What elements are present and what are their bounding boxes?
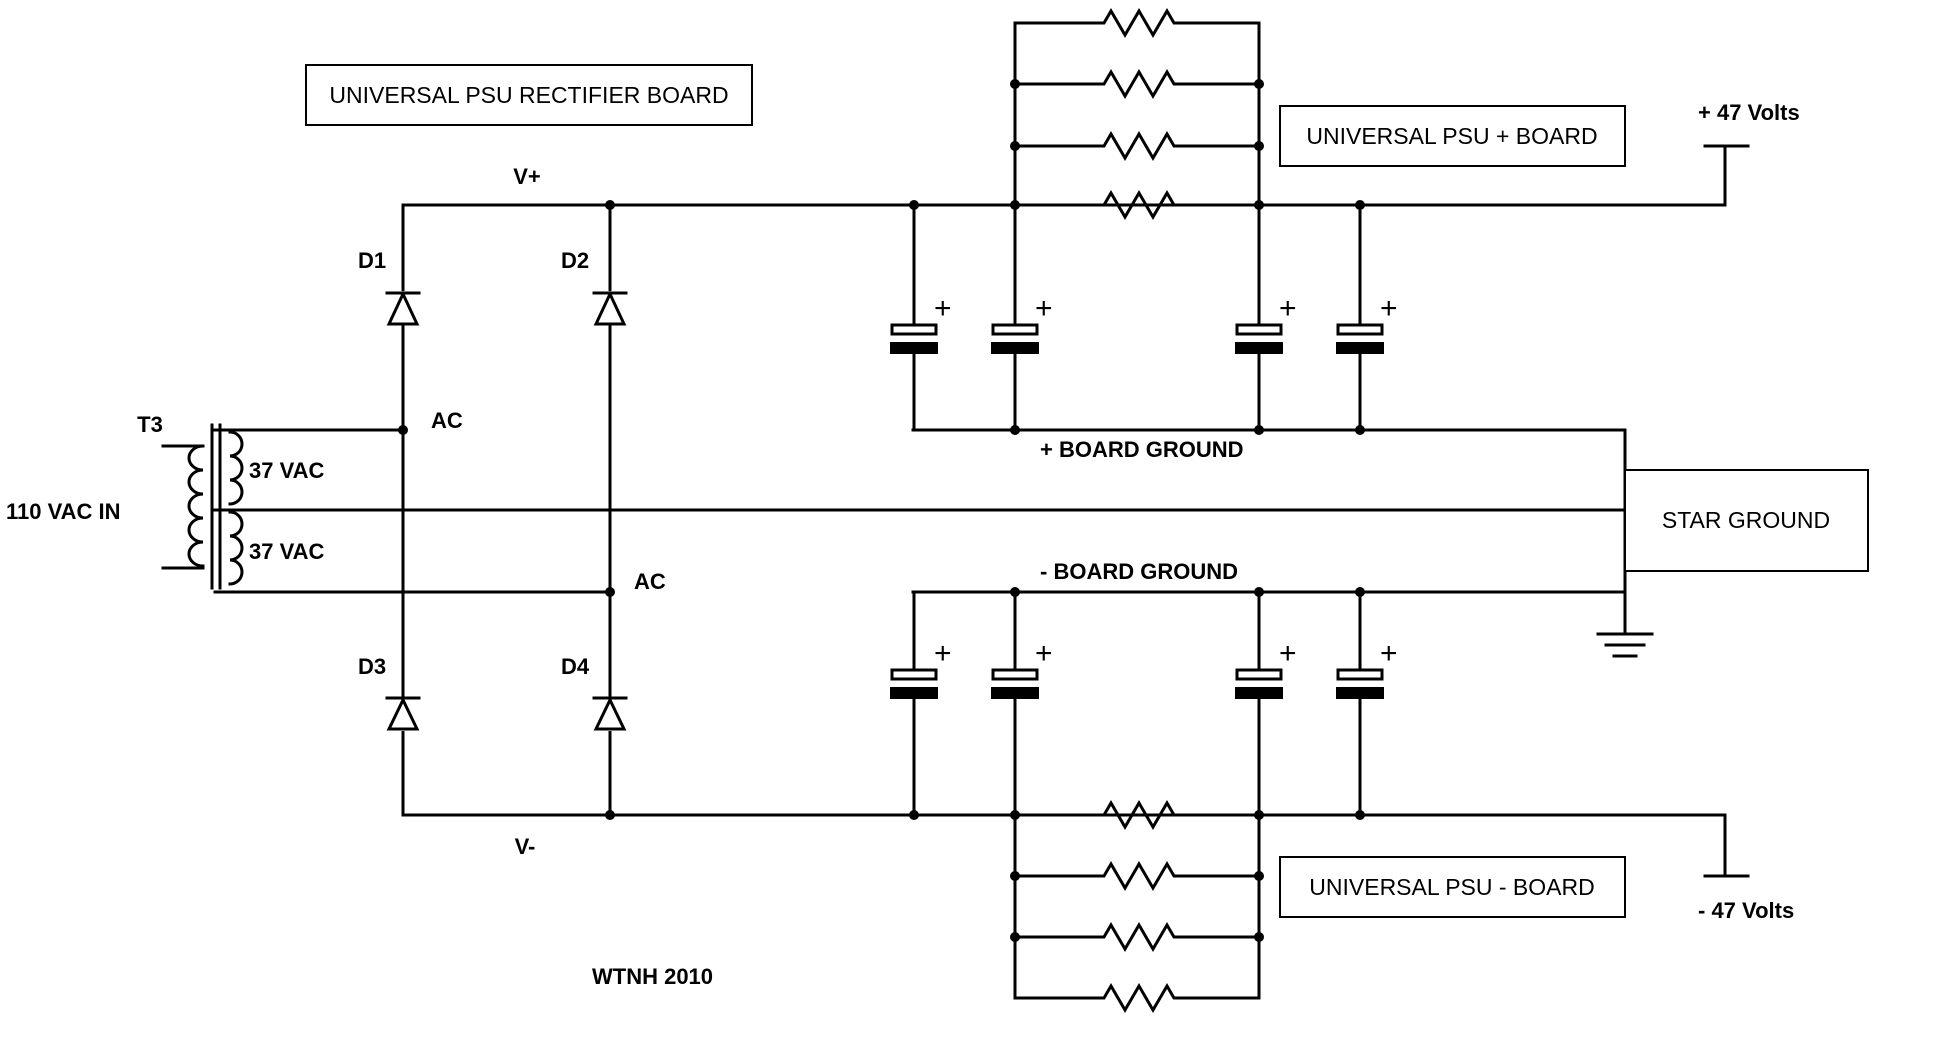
resistor xyxy=(1013,800,1261,830)
d4-label: D4 xyxy=(561,654,590,679)
d1-label: D1 xyxy=(358,248,386,273)
wiring xyxy=(213,21,1750,1000)
diode-d3 xyxy=(385,696,421,731)
capacitors-plus: + + + + xyxy=(890,203,1398,432)
resistor xyxy=(1013,131,1261,161)
resistor xyxy=(1013,983,1261,1013)
capacitors-minus: + + + + xyxy=(890,590,1398,817)
rectifier-board-text: UNIVERSAL PSU RECTIFIER BOARD xyxy=(329,82,728,108)
resistor xyxy=(1013,69,1261,99)
capacitor: + xyxy=(1235,590,1297,817)
transformer-t3 xyxy=(161,423,244,590)
resistor-bank-plus xyxy=(1013,8,1261,220)
minus-board-label: UNIVERSAL PSU - BOARD xyxy=(1279,856,1626,918)
capacitor: + xyxy=(890,590,952,817)
ground-icon xyxy=(1596,590,1654,658)
polarity-mark: + xyxy=(1380,637,1398,670)
capacitor: + xyxy=(1235,203,1297,432)
plus-board-ground-label: + BOARD GROUND xyxy=(1040,437,1244,462)
plus-board-label: UNIVERSAL PSU + BOARD xyxy=(1279,105,1626,167)
minus-board-text: UNIVERSAL PSU - BOARD xyxy=(1309,874,1594,900)
diode-d1 xyxy=(385,290,421,326)
ac-bottom-label: AC xyxy=(634,569,666,594)
polarity-mark: + xyxy=(1035,292,1053,325)
diode-d4 xyxy=(592,696,628,731)
plus-47v-label: + 47 Volts xyxy=(1698,100,1800,125)
resistor xyxy=(1013,8,1261,38)
capacitor: + xyxy=(1336,590,1398,817)
secondary-top-label: 37 VAC xyxy=(249,458,325,483)
resistor xyxy=(1013,922,1261,952)
junction-nodes xyxy=(398,79,1365,942)
v-minus-label: V- xyxy=(515,834,536,859)
polarity-mark: + xyxy=(934,292,952,325)
star-ground-label: STAR GROUND xyxy=(1624,469,1869,572)
polarity-mark: + xyxy=(934,637,952,670)
minus-47v-label: - 47 Volts xyxy=(1698,898,1794,923)
plus-board-text: UNIVERSAL PSU + BOARD xyxy=(1306,123,1597,149)
secondary-bottom-label: 37 VAC xyxy=(249,539,325,564)
d2-label: D2 xyxy=(561,248,589,273)
vac-in-label: 110 VAC IN xyxy=(6,499,121,524)
resistor xyxy=(1013,190,1261,220)
resistor-bank-minus xyxy=(1013,800,1261,1013)
t3-label: T3 xyxy=(137,412,163,437)
d3-label: D3 xyxy=(358,654,386,679)
minus-board-ground-label: - BOARD GROUND xyxy=(1040,559,1238,584)
star-ground-text: STAR GROUND xyxy=(1662,507,1830,533)
capacitor: + xyxy=(991,590,1053,817)
polarity-mark: + xyxy=(1279,637,1297,670)
ac-top-label: AC xyxy=(431,408,463,433)
capacitor: + xyxy=(991,203,1053,432)
polarity-mark: + xyxy=(1279,292,1297,325)
capacitor: + xyxy=(890,203,952,432)
rectifier-board-label: UNIVERSAL PSU RECTIFIER BOARD xyxy=(305,64,753,126)
diode-d2 xyxy=(592,290,628,326)
capacitor: + xyxy=(1336,203,1398,432)
v-plus-label: V+ xyxy=(513,164,541,189)
diodes xyxy=(385,290,628,731)
polarity-mark: + xyxy=(1035,637,1053,670)
resistor xyxy=(1013,861,1261,891)
credit-label: WTNH 2010 xyxy=(592,964,713,989)
polarity-mark: + xyxy=(1380,292,1398,325)
